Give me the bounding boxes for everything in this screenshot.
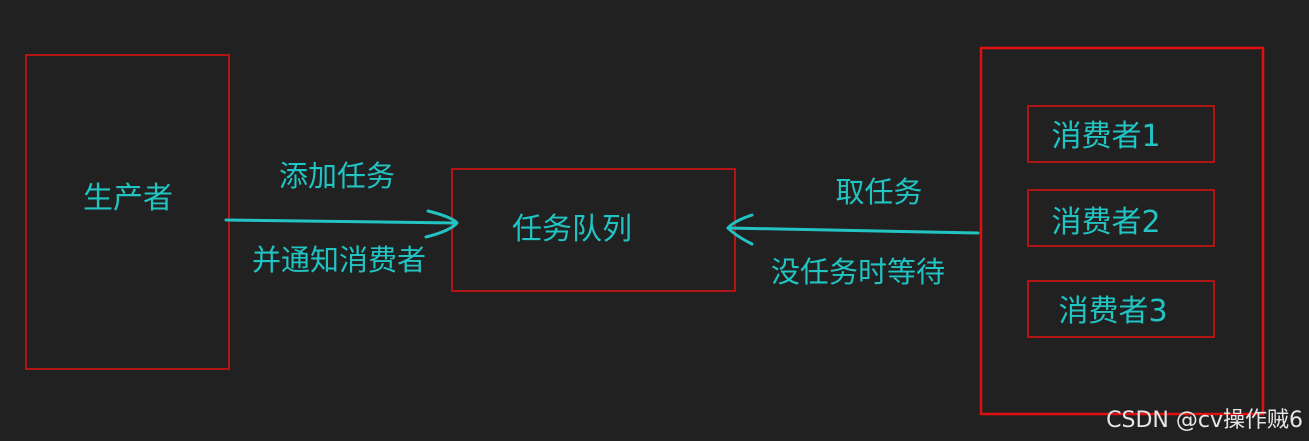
edge-label-add-2: 并通知消费者 (252, 243, 426, 277)
producer-box (25, 54, 230, 370)
consumer-node-1: 消费者1 (1027, 105, 1215, 163)
arrow-line-add (224, 218, 458, 225)
consumer-box-2 (1027, 189, 1215, 247)
consumer-group: 消费者1 消费者2 消费者3 (979, 46, 1265, 416)
queue-label: 任务队列 (512, 212, 632, 247)
arrow-head-add (424, 209, 459, 239)
consumer-label-2: 消费者2 (1051, 205, 1160, 240)
consumer-node-3: 消费者3 (1027, 280, 1215, 338)
edge-producer-to-queue: 添加任务 并通知消费者 (224, 159, 459, 277)
edge-label-take-1: 取任务 (835, 175, 922, 209)
consumer-box-1 (1027, 105, 1215, 163)
queue-box (451, 168, 736, 292)
queue-node: 任务队列 (451, 168, 736, 292)
arrow-head-take (726, 213, 754, 246)
edge-label-take-2: 没任务时等待 (771, 255, 945, 289)
edge-label-add-1: 添加任务 (279, 159, 395, 193)
consumer-label-3: 消费者3 (1058, 294, 1167, 329)
consumer-label-1: 消费者1 (1051, 119, 1160, 154)
consumer-node-2: 消费者2 (1027, 189, 1215, 247)
watermark: CSDN @cv操作贼6 (1106, 408, 1303, 433)
producer-node: 生产者 (25, 54, 230, 370)
consumer-group-box (979, 46, 1265, 416)
arrow-line-take (726, 226, 980, 235)
consumer-box-3 (1027, 280, 1215, 338)
producer-label: 生产者 (83, 181, 173, 216)
edge-consumers-to-queue: 取任务 没任务时等待 (726, 175, 980, 289)
